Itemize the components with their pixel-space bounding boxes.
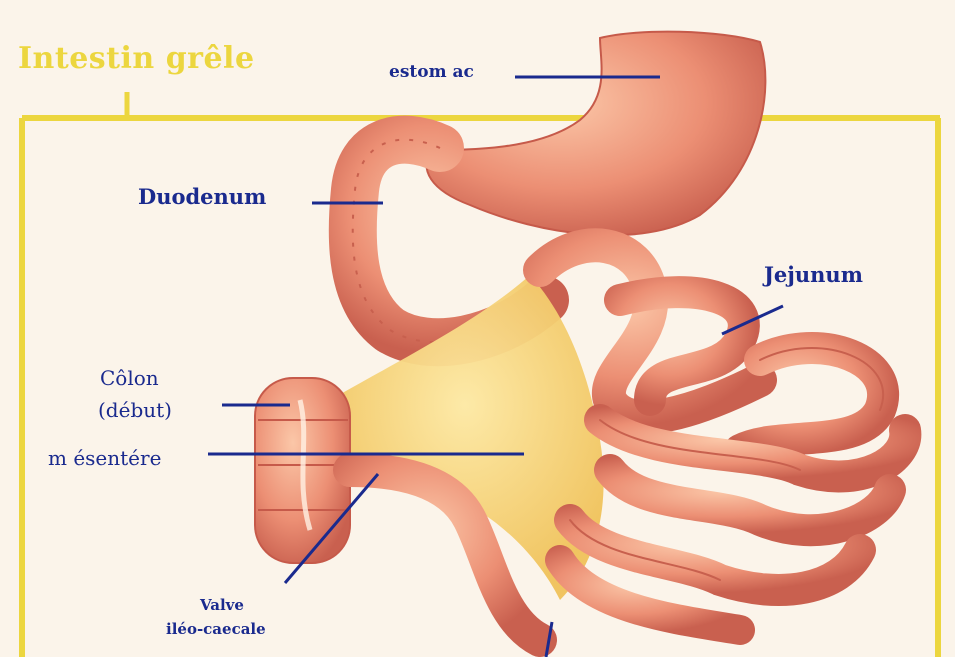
stomach-shape [426, 32, 765, 236]
label-colon-debut: (début) [98, 398, 172, 422]
label-jejunum: Jejunum [764, 262, 863, 287]
diagram-title: Intestin grêle [18, 44, 255, 74]
label-valve: Valve [200, 596, 244, 614]
label-mesentere: m ésentére [48, 446, 161, 470]
label-colon: Côlon [100, 366, 159, 390]
label-estomac: estom ac [389, 62, 474, 82]
label-duodenum: Duodenum [138, 184, 266, 209]
label-ileo-caecale: iléo-caecale [166, 620, 266, 638]
